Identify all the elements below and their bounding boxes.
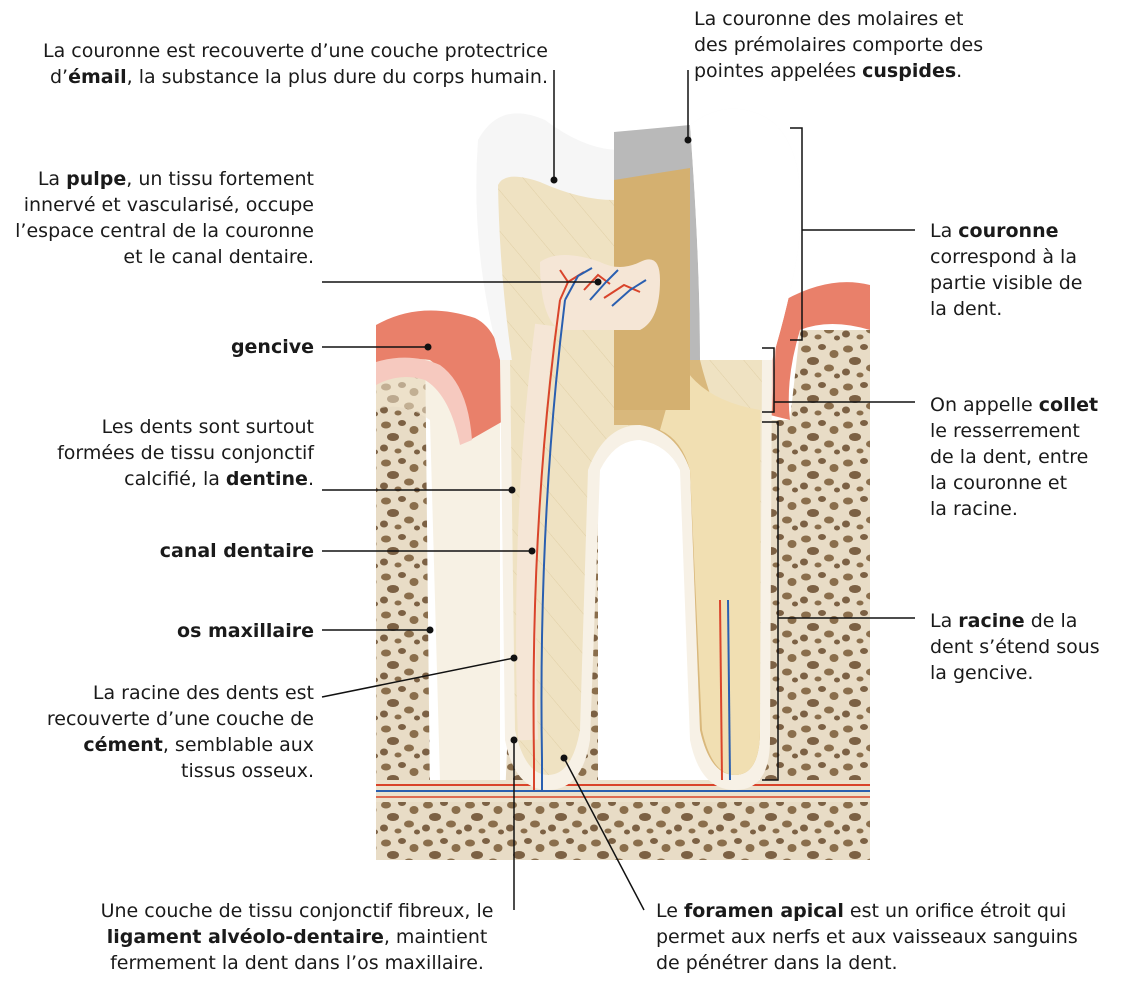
label-racine: La racine de la dent s’étend sous la gen… [930, 608, 1115, 686]
label-collet: On appelle collet le resserrement de la … [930, 392, 1115, 522]
label-foramen: Le foramen apical est un orifice étroit … [656, 898, 1116, 976]
label-gencive: gencive [0, 334, 314, 360]
label-os-maxillaire: os maxillaire [0, 618, 314, 644]
label-cuspides: La couronne des molaires et des prémolai… [694, 6, 1054, 84]
tooth [476, 109, 800, 790]
label-canal-dentaire: canal dentaire [0, 538, 314, 564]
leader-dot [511, 737, 518, 744]
label-ligament: Une couche de tissu conjonctif fibreux, … [90, 898, 504, 976]
leader-dot [551, 177, 558, 184]
label-cement: La racine des dents est recouverte d’une… [0, 680, 314, 784]
leader-dot [425, 344, 432, 351]
leader-dot [509, 487, 516, 494]
label-email: La couronne est recouverte d’une couche … [0, 38, 548, 90]
leader-dot [427, 627, 434, 634]
leader-dot [511, 655, 518, 662]
leader-dot [561, 755, 568, 762]
label-couronne: La couronne correspond à la partie visib… [930, 218, 1110, 322]
label-pulpe: La pulpe, un tissu fortement innervé et … [0, 166, 314, 270]
label-dentine: Les dents sont surtout formées de tissu … [0, 414, 314, 492]
leader-dot [529, 548, 536, 555]
leader-dot [685, 137, 692, 144]
leader-dot [595, 279, 602, 286]
